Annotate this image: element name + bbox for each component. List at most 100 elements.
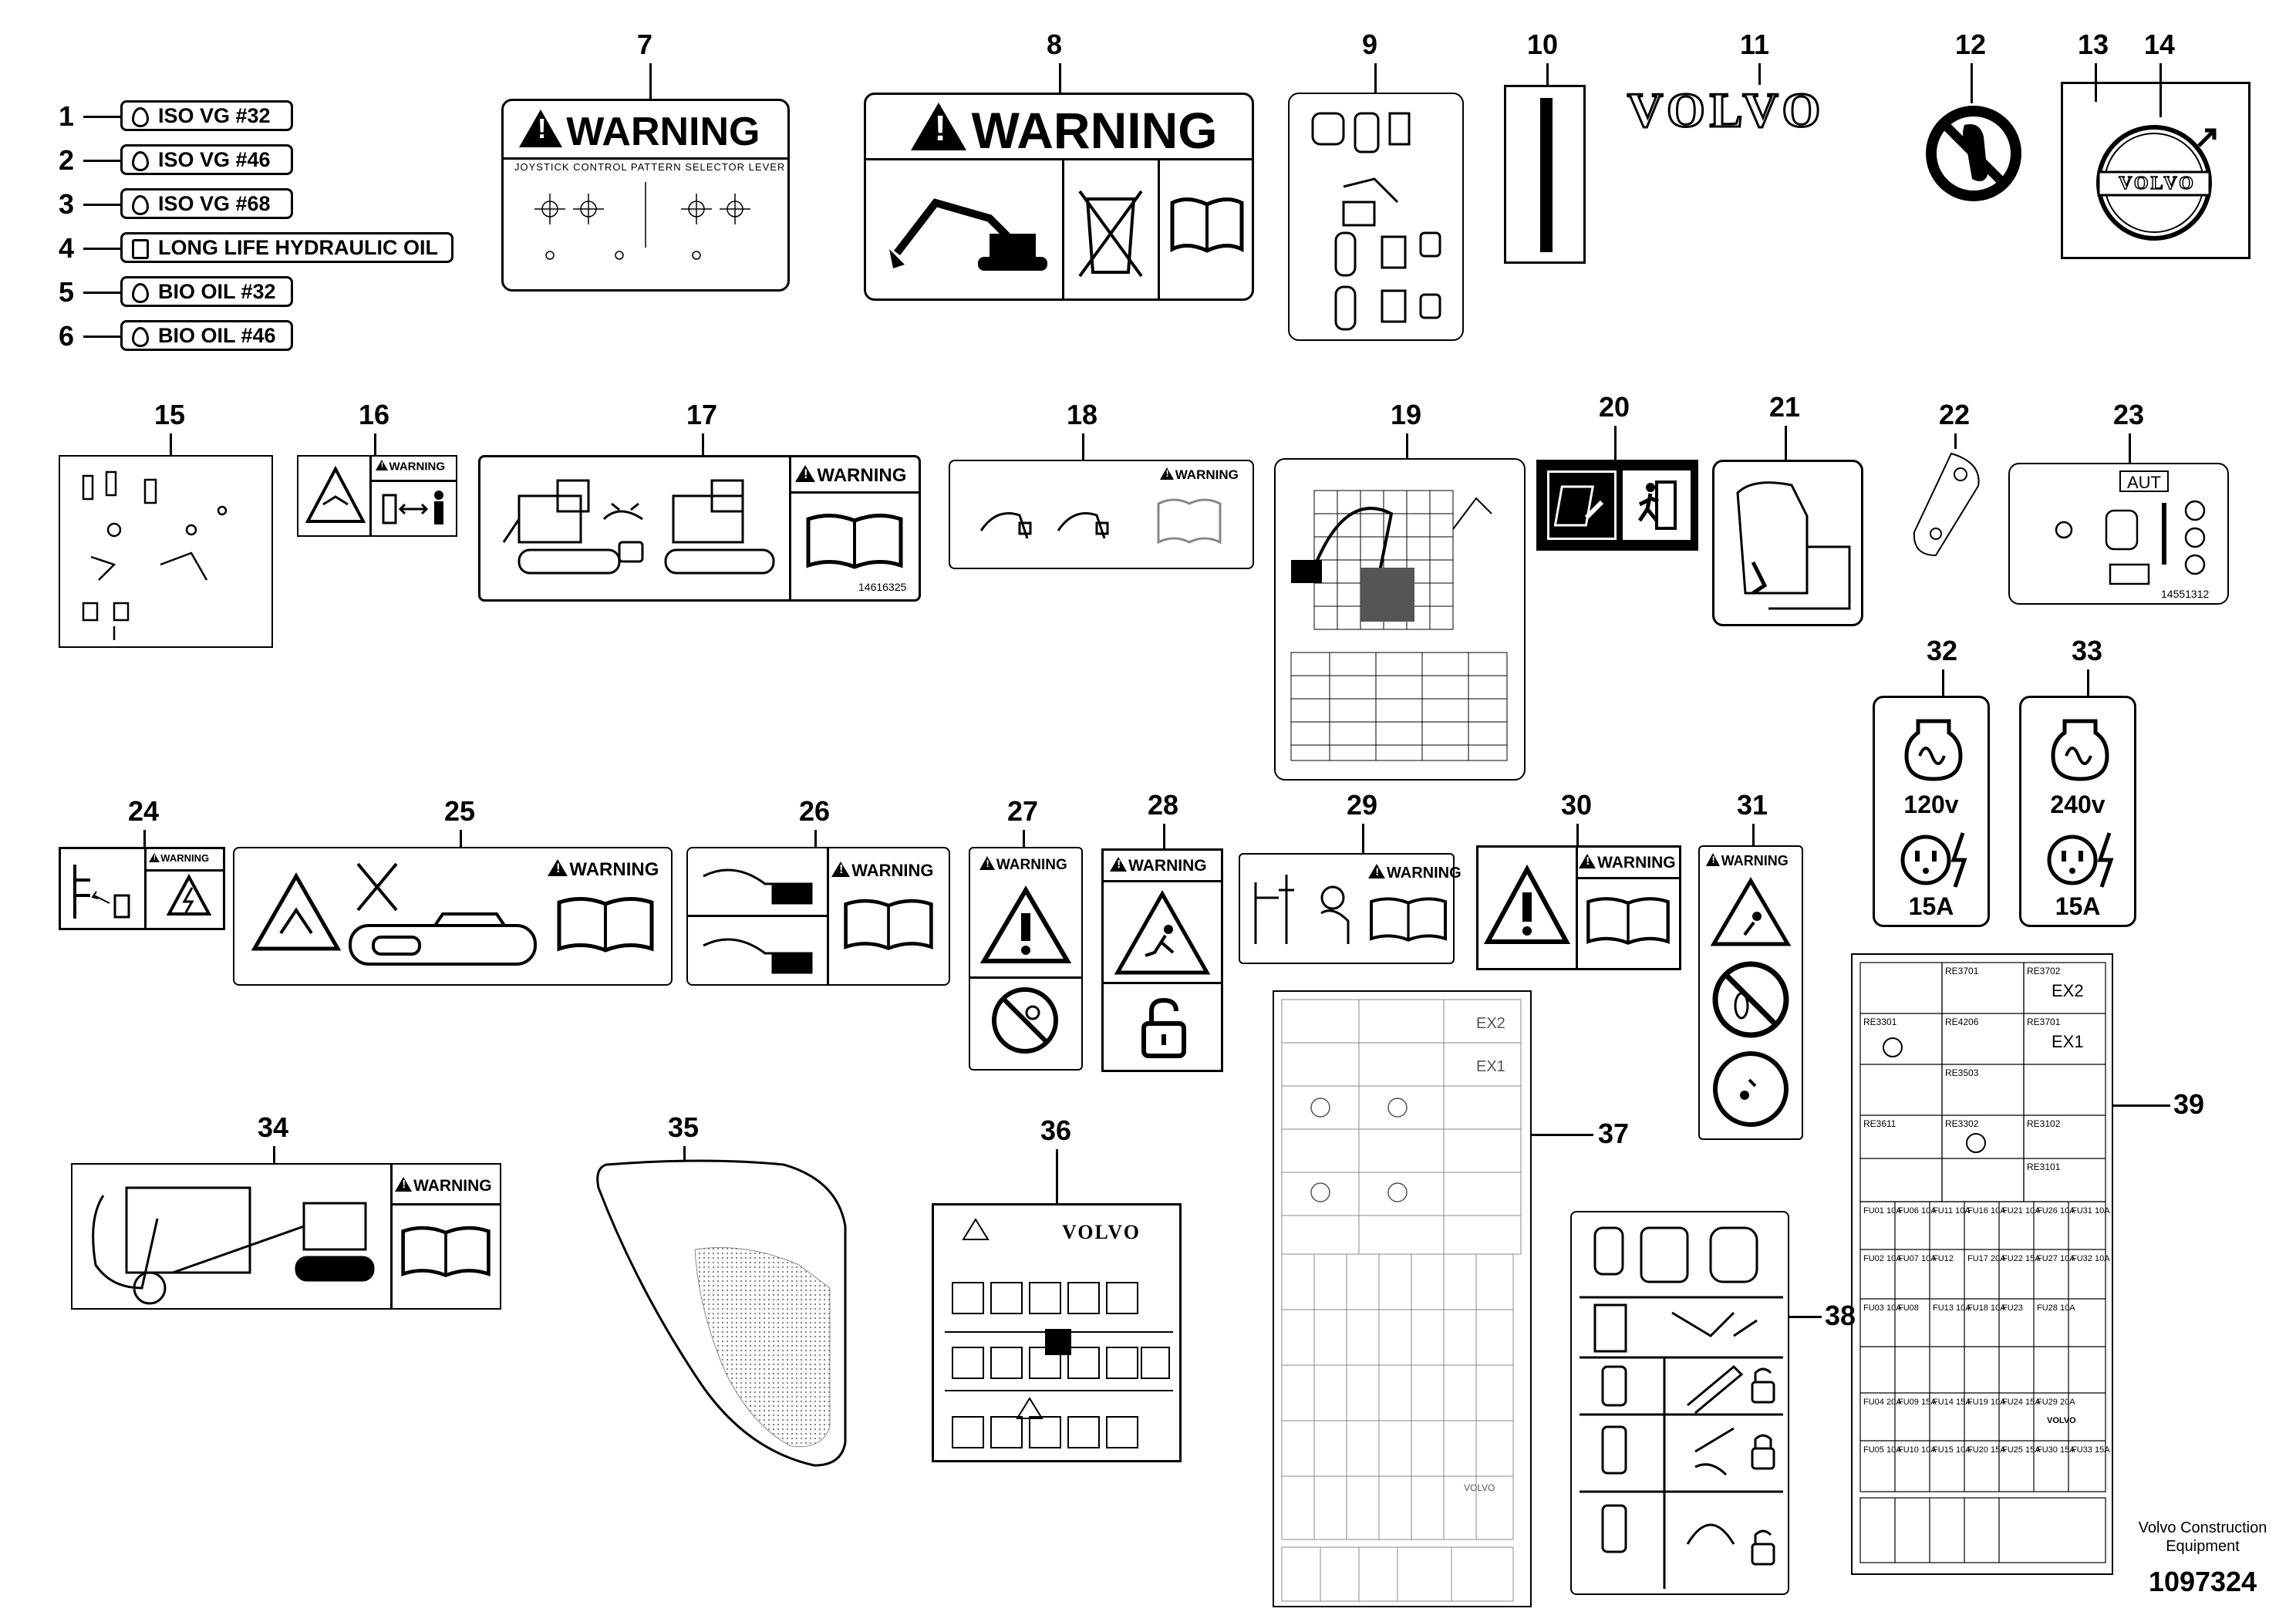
voltage-text: 240v: [2050, 791, 2106, 818]
fuse-label: FU31 10A: [2072, 1206, 2110, 1216]
manual-book-icon: [401, 1226, 491, 1278]
relay-label: RE3503: [1945, 1067, 1979, 1078]
divider: [369, 480, 456, 482]
manual-book-icon: [844, 899, 933, 951]
fall-hazard-icon: [1114, 889, 1211, 975]
callout-2: 2: [59, 144, 75, 176]
power-outlet-icon: [2047, 832, 2114, 888]
warning-text: WARNING: [160, 852, 210, 864]
lift-capacity-grid: [1290, 490, 1508, 761]
unlock-icon: [1141, 997, 1186, 1058]
leader-31: [1752, 824, 1755, 847]
fuse-label: FU28 10A: [2037, 1303, 2075, 1313]
warning-text: WARNING: [817, 465, 907, 486]
callout-10: 10: [1527, 29, 1559, 60]
leader-24: [143, 830, 146, 848]
divider: [827, 848, 829, 984]
divider: [1104, 880, 1221, 882]
oil-label-iso-vg-68: ISO VG #68: [120, 188, 293, 219]
warning-triangle-icon: [1706, 853, 1720, 866]
warning-text: WARNING: [971, 102, 1218, 159]
warning-text: WARNING: [569, 859, 659, 880]
decal-28-fall-hazard: WARNING: [1101, 848, 1223, 1072]
warning-triangle-icon: [519, 109, 562, 147]
divider: [144, 869, 224, 872]
callout-3: 3: [59, 188, 75, 220]
leader-8: [1059, 63, 1061, 94]
warning-heading: WARNING: [1110, 857, 1207, 875]
callout-19: 19: [1391, 399, 1422, 430]
warning-heading: WARNING: [831, 861, 934, 881]
footer-company-line2: Equipment: [2166, 1538, 2240, 1555]
decal-17-swing-warning: WARNING 14616325: [478, 455, 921, 602]
leader-30: [1576, 824, 1579, 847]
leader-32: [1942, 669, 1944, 697]
manual-book-icon: [1586, 897, 1670, 945]
warning-heading: WARNING: [376, 460, 445, 473]
decal-29-power-line-warning: WARNING: [1239, 853, 1462, 964]
decal-24-electric-hazard: WARNING: [59, 847, 225, 930]
leader-11: [1758, 63, 1761, 85]
no-fuel-icon: [992, 987, 1058, 1054]
fuse-label: FU18 10A: [1967, 1303, 2006, 1313]
fuse-label: FU10 10A: [1898, 1445, 1937, 1455]
warning-text: WARNING: [413, 1177, 492, 1195]
leader-7: [649, 63, 652, 100]
fuse-label: FU13 10A: [1933, 1303, 1971, 1313]
callout-17: 17: [686, 399, 718, 430]
leader-15: [170, 433, 172, 457]
manual-book-icon: [1170, 197, 1244, 253]
decal-11-volvo-wordmark: VOLVO: [1627, 82, 1826, 138]
excavator-icon: [889, 198, 1047, 271]
electric-shock-icon: [166, 873, 212, 916]
warning-triangle-icon: [395, 1177, 412, 1192]
fuse-label: FU32 10A: [2072, 1254, 2110, 1263]
no-battery-disposal-icon: [1078, 190, 1143, 278]
engine-speed-icon: [2055, 500, 2206, 585]
oil-label-text: ISO VG #46: [158, 148, 271, 171]
rotating-fan-icon: [1713, 1051, 1789, 1127]
fuse-label: FU02 10A: [1863, 1254, 1902, 1263]
fuse-label: FU29 20A: [2037, 1398, 2075, 1407]
callout-5: 5: [59, 276, 75, 308]
decal-37-fuse-layout: EX2 EX1 VOLVO: [1273, 990, 1532, 1607]
oil-label-text: ISO VG #32: [158, 104, 271, 127]
drop-icon: [132, 195, 149, 215]
auto-label: AUT: [2119, 470, 2169, 492]
crush-hazard-icon: [305, 465, 366, 523]
fuse-label: FU04 20A: [1863, 1398, 1902, 1407]
warning-heading: WARNING: [979, 856, 1067, 874]
oil-label-text: ISO VG #68: [158, 192, 271, 215]
leader-10: [1546, 63, 1549, 86]
callout-4: 4: [59, 232, 75, 264]
warning-triangle-icon: [1368, 864, 1385, 878]
warning-text: WARNING: [566, 110, 760, 154]
fuse-label: FU21 10A: [2002, 1206, 2041, 1216]
fuse-label: FU17 20A: [1967, 1254, 2006, 1263]
callout-29: 29: [1347, 789, 1378, 821]
manual-book-icon: [1370, 897, 1447, 942]
callout-26: 26: [799, 795, 831, 827]
callout-39: 39: [2173, 1088, 2205, 1120]
decal-subtitle: JOYSTICK CONTROL PATTERN SELECTOR LEVER: [514, 161, 786, 173]
volvo-badge-text: VOLVO: [2118, 173, 2196, 194]
warning-text: WARNING: [1387, 865, 1462, 882]
callout-25: 25: [444, 795, 476, 827]
volvo-iron-mark-icon: [2096, 125, 2217, 241]
fuse-label: FU01 10A: [1863, 1206, 1902, 1216]
decal-26-attachment-warning: WARNING: [686, 847, 950, 986]
callout-7: 7: [637, 29, 653, 60]
amperage-text: 15A: [2055, 892, 2101, 920]
leader-23: [2129, 433, 2131, 464]
callout-12: 12: [1955, 29, 1987, 60]
fuse-grid: [1281, 999, 1522, 1602]
leader-9: [1374, 63, 1377, 94]
pilot-lock-lever-icon: [1311, 112, 1441, 331]
warning-triangle-icon: [1160, 467, 1174, 480]
decal-31-fan-belt: WARNING: [1698, 845, 1803, 1140]
decal-27-warning-lock: WARNING: [969, 847, 1083, 1071]
black-stripe: [1540, 98, 1553, 252]
callout-35: 35: [668, 1111, 700, 1143]
fuse-label: FU06 10A: [1898, 1206, 1937, 1216]
decal-21-cab-window: [1712, 460, 1863, 626]
